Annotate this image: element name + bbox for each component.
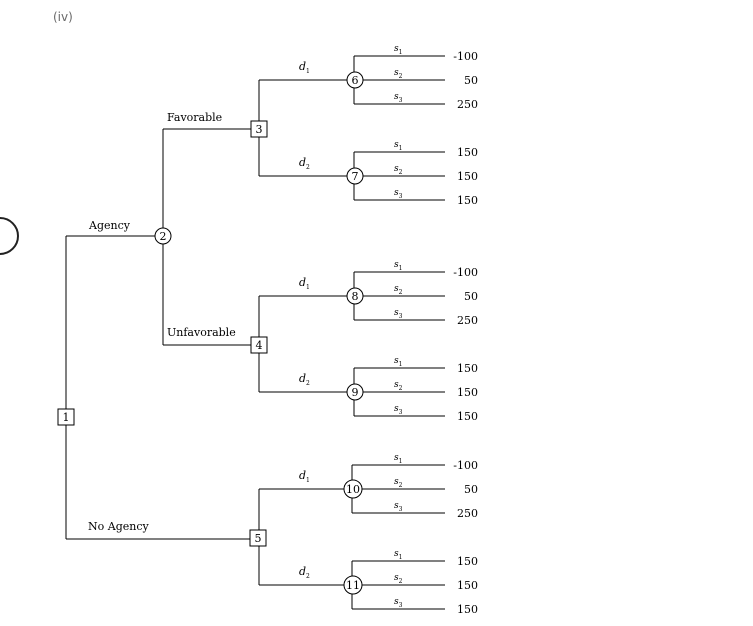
state-label: s3 xyxy=(394,92,403,104)
decision-label: d1 xyxy=(299,60,310,75)
node-label: 2 xyxy=(160,230,167,243)
payoff-value: 150 xyxy=(457,603,478,616)
branch-label: Favorable xyxy=(167,111,222,124)
decision-node xyxy=(250,336,268,354)
state-label: s1 xyxy=(394,356,402,368)
branch-label: Unfavorable xyxy=(167,326,236,339)
payoff-value: 150 xyxy=(457,194,478,207)
payoff-value: 250 xyxy=(457,507,478,520)
state-label: s2 xyxy=(394,380,403,392)
chance-node xyxy=(154,227,172,245)
state-label: s3 xyxy=(394,501,403,513)
state-label: s3 xyxy=(394,404,403,416)
chance-node xyxy=(343,479,363,499)
node-label: 11 xyxy=(346,579,360,592)
state-label: s1 xyxy=(394,260,402,272)
decision-label: d2 xyxy=(299,372,310,387)
decision-label: d1 xyxy=(299,469,310,484)
node-label: 8 xyxy=(352,290,359,303)
node-label: 4 xyxy=(256,339,263,352)
payoff-value: -100 xyxy=(453,266,478,279)
state-label: s2 xyxy=(394,284,403,296)
branch-label: Agency xyxy=(88,219,131,232)
decision-label: d2 xyxy=(299,156,310,171)
decision-node xyxy=(57,408,75,426)
node-label: 9 xyxy=(352,386,359,399)
chance-node xyxy=(343,575,363,595)
payoff-value: 150 xyxy=(457,555,478,568)
payoff-value: 250 xyxy=(457,98,478,111)
chance-node xyxy=(346,167,364,185)
payoff-value: 150 xyxy=(457,410,478,423)
node-label: 5 xyxy=(255,532,262,545)
decision-label: d2 xyxy=(299,565,310,580)
node-label: 6 xyxy=(352,74,359,87)
chance-node xyxy=(346,71,364,89)
payoff-value: 150 xyxy=(457,386,478,399)
decision-node xyxy=(249,529,267,547)
state-label: s3 xyxy=(394,597,403,609)
node-label: 10 xyxy=(346,483,360,496)
payoff-value: -100 xyxy=(453,459,478,472)
cropped-arc xyxy=(0,217,19,255)
state-label: s3 xyxy=(394,308,403,320)
state-label: s1 xyxy=(394,453,402,465)
decision-label: d1 xyxy=(299,276,310,291)
payoff-value: 150 xyxy=(457,146,478,159)
state-label: s1 xyxy=(394,44,402,56)
decision-node xyxy=(250,120,268,138)
payoff-value: 50 xyxy=(464,290,478,303)
state-label: s1 xyxy=(394,549,402,561)
payoff-value: 50 xyxy=(464,483,478,496)
payoff-value: -100 xyxy=(453,50,478,63)
state-label: s2 xyxy=(394,68,403,80)
chance-node xyxy=(346,383,364,401)
payoff-value: 250 xyxy=(457,314,478,327)
node-label: 3 xyxy=(256,123,263,136)
node-label: 7 xyxy=(352,170,359,183)
chance-node xyxy=(346,287,364,305)
state-label: s3 xyxy=(394,188,403,200)
payoff-value: 50 xyxy=(464,74,478,87)
state-label: s2 xyxy=(394,573,403,585)
figure-label: (iv) xyxy=(53,10,73,24)
payoff-value: 150 xyxy=(457,170,478,183)
state-label: s2 xyxy=(394,477,403,489)
node-label: 1 xyxy=(63,411,70,424)
state-label: s2 xyxy=(394,164,403,176)
payoff-value: 150 xyxy=(457,579,478,592)
branch-label: No Agency xyxy=(88,520,149,533)
state-label: s1 xyxy=(394,140,402,152)
payoff-value: 150 xyxy=(457,362,478,375)
